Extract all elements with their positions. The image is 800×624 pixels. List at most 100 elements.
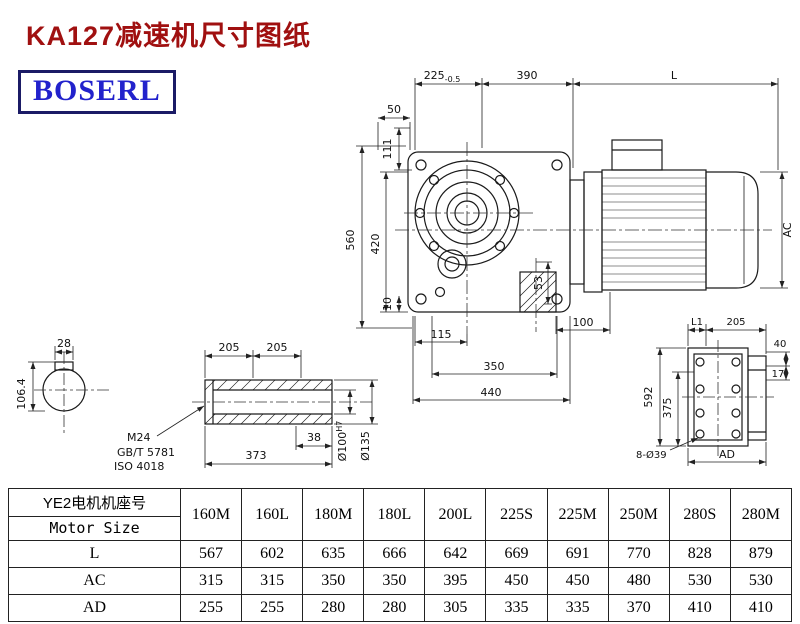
row-label: AC [8, 567, 181, 595]
size-table: YE2电机机座号 Motor Size 160M 160L 180M 180L … [8, 488, 793, 622]
row-label: L [8, 540, 181, 568]
table-cell: 350 [302, 567, 365, 595]
table-cell: 410 [668, 594, 731, 622]
dimension-lines [28, 78, 790, 468]
column-header: 180L [363, 488, 426, 541]
dim-L: L [671, 69, 678, 82]
table-cell: 669 [485, 540, 548, 568]
technical-drawing: 225-0.5 390 L 50 111 560 420 10 AC 53 11… [15, 69, 794, 473]
table-cell: 280 [363, 594, 426, 622]
standard-gb: GB/T 5781 [117, 446, 175, 459]
table-cell: 666 [363, 540, 426, 568]
fan-cowl [705, 171, 759, 289]
table-cell: 602 [241, 540, 304, 568]
dim-390: 390 [517, 69, 538, 82]
column-header: 200L [424, 488, 487, 541]
dim-28: 28 [57, 337, 71, 350]
dim-106-4: 106.4 [15, 378, 28, 410]
table-row-AC: AC 315 315 350 350 395 450 450 480 530 5… [8, 567, 793, 595]
dim-flange-205: 205 [726, 317, 745, 328]
table-cell: 255 [179, 594, 243, 622]
motor-flange [569, 179, 585, 285]
dim-40: 40 [774, 339, 787, 350]
dim-373: 373 [246, 449, 267, 462]
dim-350: 350 [484, 360, 505, 373]
dim-AC: AC [781, 222, 794, 237]
row-label: AD [8, 594, 181, 622]
table-cell: 635 [302, 540, 365, 568]
table-cell: 530 [729, 567, 793, 595]
table-cell: 480 [607, 567, 670, 595]
dim-375: 375 [661, 398, 674, 419]
table-cell: 335 [485, 594, 548, 622]
hollow-shaft [204, 379, 333, 425]
size-table-wrap: YE2电机机座号 Motor Size 160M 160L 180M 180L … [8, 488, 793, 622]
dim-420: 420 [369, 234, 382, 255]
table-cell: 315 [241, 567, 304, 595]
table-cell: 642 [424, 540, 487, 568]
motor-size-label-cn: YE2电机机座号 [9, 489, 180, 517]
dim-17: 17 [772, 369, 785, 380]
dim-50: 50 [387, 103, 401, 116]
column-header: 160M [179, 488, 243, 541]
table-cell: 770 [607, 540, 670, 568]
flange-view [682, 340, 774, 456]
table-cell: 350 [363, 567, 426, 595]
dim-L1: L1 [691, 317, 703, 328]
dim-od-d135: Ø135 [359, 431, 372, 461]
dim-10: 10 [381, 297, 394, 311]
dimension-labels: 225-0.5 390 L 50 111 560 420 10 AC 53 11… [15, 69, 794, 473]
column-header: 225S [485, 488, 548, 541]
shaft-end-view [34, 352, 112, 436]
table-row-L: L 567 602 635 666 642 669 691 770 828 87… [8, 540, 793, 568]
table-cell: 305 [424, 594, 487, 622]
column-header: 160L [241, 488, 304, 541]
dim-115: 115 [431, 328, 452, 341]
table-cell: 450 [546, 567, 609, 595]
shaft-detail-view [192, 379, 374, 425]
table-cell: 691 [546, 540, 609, 568]
table-row-AD: AD 255 255 280 280 305 335 335 370 410 4… [8, 594, 793, 622]
column-header: 250M [607, 488, 670, 541]
table-cell: 315 [179, 567, 243, 595]
dim-bolt-holes: 8-Ø39 [636, 449, 667, 461]
table-cell: 567 [179, 540, 243, 568]
table-cell: 450 [485, 567, 548, 595]
table-cell: 410 [729, 594, 793, 622]
column-header: 280M [729, 488, 793, 541]
main-view [407, 139, 759, 313]
dim-53: 53 [532, 276, 545, 290]
brand-logo-text: BOSERL [33, 74, 161, 107]
column-header: 225M [546, 488, 609, 541]
dim-440: 440 [481, 386, 502, 399]
table-cell: 370 [607, 594, 670, 622]
dim-225: 225-0.5 [424, 69, 461, 84]
standard-iso: ISO 4018 [114, 460, 164, 473]
table-cell: 255 [241, 594, 304, 622]
motor-size-label-en: Motor Size [49, 519, 140, 537]
table-cell: 530 [668, 567, 731, 595]
dim-bore-d100: Ø100H7 [335, 421, 349, 462]
dim-111: 111 [381, 139, 394, 160]
motor-size-header: YE2电机机座号 Motor Size [8, 488, 181, 541]
dim-38: 38 [307, 431, 321, 444]
table-cell: 335 [546, 594, 609, 622]
dim-205-right: 205 [267, 341, 288, 354]
dim-AD: AD [719, 448, 735, 461]
thread-label-m24: M24 [127, 431, 151, 444]
dim-205-left: 205 [219, 341, 240, 354]
brand-logo: BOSERL [18, 70, 176, 114]
table-cell: 828 [668, 540, 731, 568]
column-header: 180M [302, 488, 365, 541]
table-header-row: YE2电机机座号 Motor Size 160M 160L 180M 180L … [8, 488, 793, 541]
table-cell: 395 [424, 567, 487, 595]
column-header: 280S [668, 488, 731, 541]
table-cell: 879 [729, 540, 793, 568]
dim-100: 100 [573, 316, 594, 329]
dim-592: 592 [642, 387, 655, 408]
table-cell: 280 [302, 594, 365, 622]
dim-560: 560 [344, 230, 357, 251]
terminal-box [611, 139, 663, 171]
centerlines [395, 142, 772, 334]
